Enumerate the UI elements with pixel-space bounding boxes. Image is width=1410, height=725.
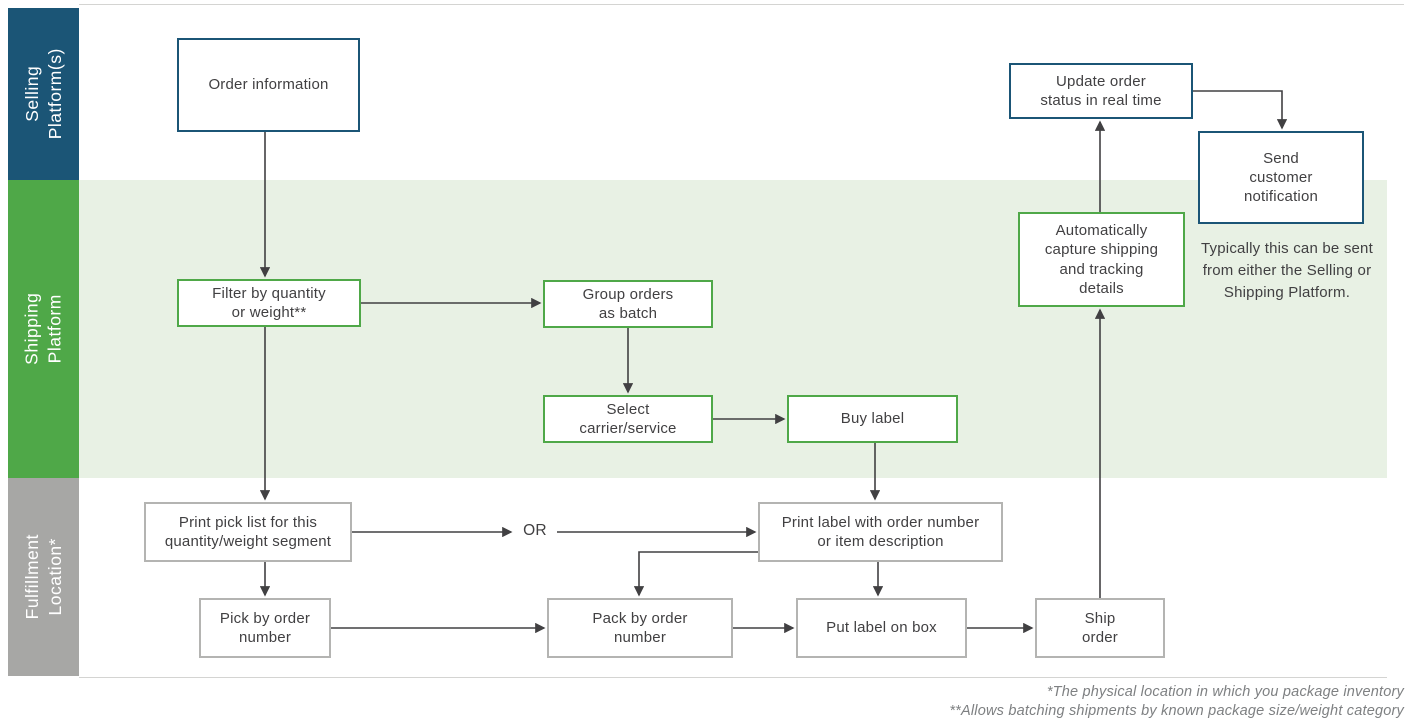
footnote-fulfillment-location: *The physical location in which you pack… — [1046, 684, 1404, 700]
connector-update-to-send — [1193, 90, 1288, 130]
node-pick-by-order-number: Pick by order number — [199, 598, 331, 658]
node-automatically-capture: Automatically capture shipping and track… — [1018, 212, 1185, 307]
footnotes: *The physical location in which you pack… — [949, 683, 1404, 721]
annotation-note: Typically this can be sent from either t… — [1201, 240, 1373, 301]
lane-label-fulfillment-location: Fulfillment Location* — [21, 534, 65, 620]
node-order-information: Order information — [177, 38, 360, 132]
node-update-order-status: Update order status in real time — [1009, 63, 1193, 119]
node-group-orders-as-batch: Group orders as batch — [543, 280, 713, 328]
selling-lane-top-border — [79, 4, 1404, 5]
node-select-carrier-service: Select carrier/service — [543, 395, 713, 443]
lane-band-selling-platform: Selling Platform(s) — [8, 8, 79, 180]
lane-band-shipping-platform: Shipping Platform — [8, 180, 79, 478]
connector-print-label-to-pack — [633, 551, 758, 597]
lane-label-selling-platform: Selling Platform(s) — [21, 48, 65, 140]
node-ship-order: Ship order — [1035, 598, 1165, 658]
shipping-lane-background — [79, 180, 1387, 478]
node-put-label-on-box: Put label on box — [796, 598, 967, 658]
lane-band-fulfillment-location: Fulfillment Location* — [8, 478, 79, 676]
node-print-pick-list: Print pick list for this quantity/weight… — [144, 502, 352, 562]
footnote-batching: **Allows batching shipments by known pac… — [949, 702, 1404, 719]
node-buy-label: Buy label — [787, 395, 958, 443]
fulfillment-lane-bottom-border — [79, 677, 1387, 678]
node-filter-by-quantity: Filter by quantity or weight** — [177, 279, 361, 327]
node-send-customer-notification: Send customer notification — [1198, 131, 1364, 224]
lane-label-shipping-platform: Shipping Platform — [21, 292, 65, 366]
node-pack-by-order-number: Pack by order number — [547, 598, 733, 658]
or-branch-label: OR — [523, 522, 547, 539]
node-print-label-order-number: Print label with order number or item de… — [758, 502, 1003, 562]
